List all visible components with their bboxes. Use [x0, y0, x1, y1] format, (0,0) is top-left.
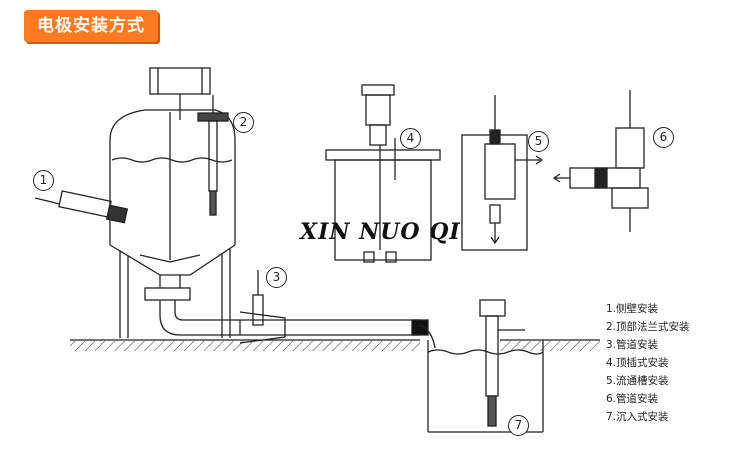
marker-2: 2 — [233, 112, 254, 133]
marker-6: 6 — [653, 127, 674, 148]
flow-cell — [461, 95, 544, 251]
marker-3: 3 — [266, 267, 287, 288]
brand-watermark: XIN NUO QI — [300, 219, 461, 245]
marker-1: 1 — [33, 170, 54, 191]
page-title: 电极安装方式 — [24, 10, 158, 42]
ground-left — [70, 339, 420, 351]
top-flange-electrode — [197, 95, 229, 216]
legend-item: 4.顶插式安装 — [606, 357, 669, 369]
legend-item: 7.沉入式安装 — [606, 411, 669, 423]
main-tank — [109, 67, 236, 338]
legend-item: 6.管道安装 — [606, 393, 659, 405]
top-insertion-tank — [325, 84, 441, 263]
legend-item: 5.流通槽安装 — [606, 375, 669, 387]
legend-item: 3.管道安装 — [606, 339, 659, 351]
side-wall-electrode — [34, 190, 129, 224]
ground-right — [500, 339, 600, 351]
legend-item: 2.顶部法兰式安装 — [606, 321, 690, 333]
pipe-electrode-tee — [552, 90, 649, 232]
legend-item: 1.侧壁安装 — [606, 303, 659, 315]
marker-4: 4 — [400, 128, 421, 149]
legend-list: 1.侧壁安装 2.顶部法兰式安装 3.管道安装 4.顶插式安装 5.流通槽安装 … — [606, 300, 690, 426]
marker-7: 7 — [508, 415, 529, 436]
pipeline — [159, 270, 429, 344]
marker-5: 5 — [528, 131, 549, 152]
immersion-tank — [419, 299, 544, 433]
